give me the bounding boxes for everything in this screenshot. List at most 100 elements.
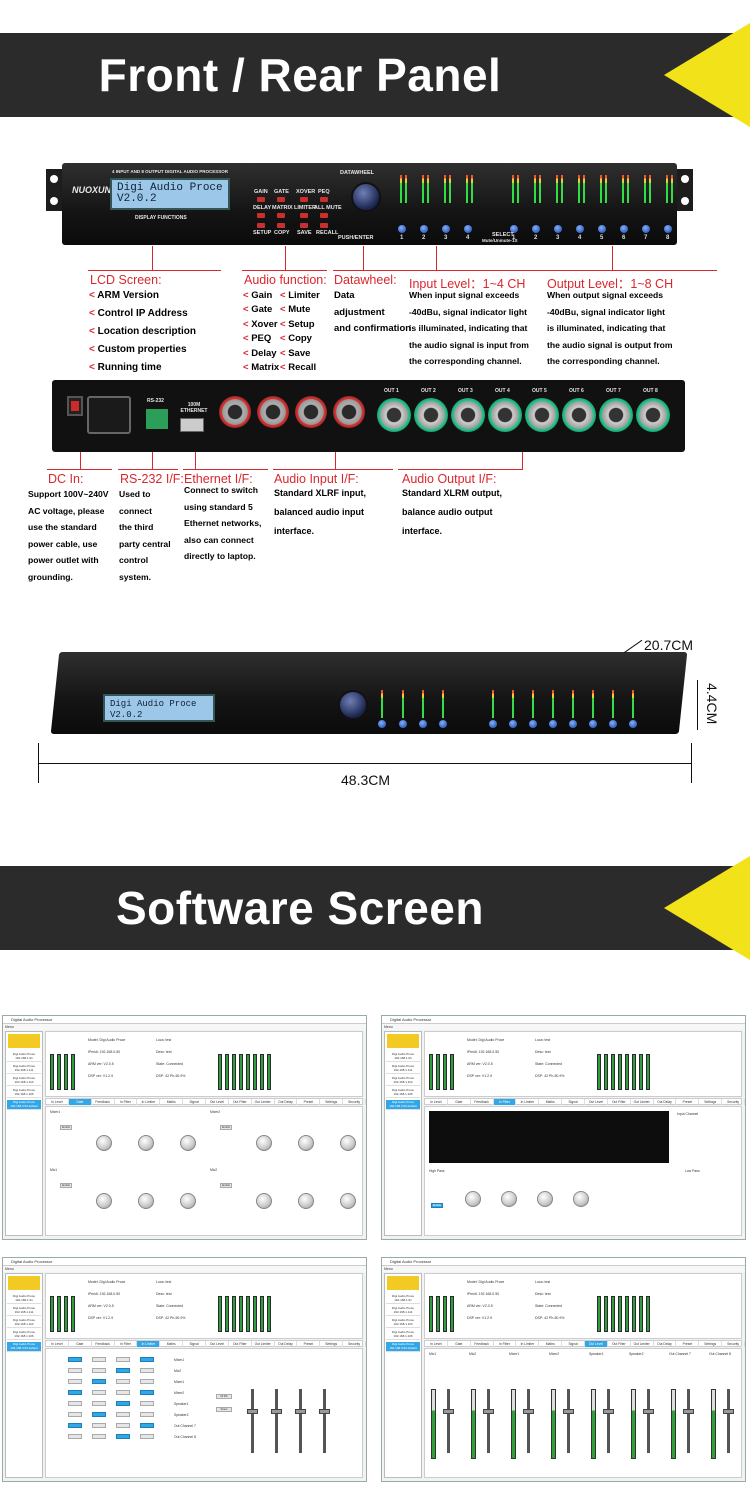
channel-select-button[interactable] <box>642 225 650 233</box>
peq-button[interactable] <box>320 197 328 202</box>
feature-tab[interactable]: Security <box>722 1341 745 1347</box>
matrix-button[interactable] <box>116 1401 130 1406</box>
gate-dial[interactable] <box>138 1135 154 1151</box>
enable-button[interactable]: Enable <box>220 1125 232 1130</box>
feature-tab[interactable]: Out Delay <box>654 1341 677 1347</box>
channel-select-button[interactable] <box>442 225 450 233</box>
feature-tab[interactable]: Gate <box>448 1099 471 1105</box>
matrix-button[interactable] <box>140 1423 154 1428</box>
channel-select-button[interactable] <box>576 225 584 233</box>
power-switch[interactable] <box>67 396 83 416</box>
matrix-button[interactable] <box>140 1412 154 1417</box>
channel-fader[interactable] <box>443 1389 454 1453</box>
feature-tab[interactable]: Signal <box>562 1099 585 1105</box>
feature-tab[interactable]: Preset <box>676 1099 700 1105</box>
feature-tab[interactable]: Feedback <box>92 1099 115 1105</box>
device-list-item[interactable]: Digi Audio Proce 192.168.1.91 <box>7 1294 41 1304</box>
eq-dial[interactable] <box>501 1191 517 1207</box>
enable-button[interactable]: Enable <box>220 1183 232 1188</box>
gate-button[interactable] <box>277 197 285 202</box>
feature-tab[interactable]: Feedback <box>471 1341 494 1347</box>
channel-select-button[interactable] <box>510 225 518 233</box>
device-list-item[interactable]: Digi Audio Proce 192.168.3.93 default <box>7 1342 41 1352</box>
feature-tab[interactable]: Maths <box>539 1341 563 1347</box>
channel-select-button[interactable] <box>398 225 406 233</box>
gate-dial[interactable] <box>256 1135 272 1151</box>
gate-dial[interactable] <box>298 1135 314 1151</box>
matrix-button[interactable] <box>68 1357 82 1362</box>
gate-dial[interactable] <box>340 1135 356 1151</box>
feature-tab[interactable]: In Filter <box>115 1099 138 1105</box>
menu-bar[interactable]: Menu <box>382 1266 745 1272</box>
device-list-item[interactable]: Digi Audio Proce 192.168.1.106 <box>7 1088 41 1098</box>
feature-tab[interactable]: Out Delay <box>275 1099 298 1105</box>
menu-bar[interactable]: Menu <box>3 1024 366 1030</box>
channel-fader[interactable] <box>563 1389 574 1453</box>
matrix-button[interactable] <box>116 1412 130 1417</box>
gate-dial[interactable] <box>96 1135 112 1151</box>
feature-tab[interactable]: In Filter <box>493 1099 517 1105</box>
matrix-button[interactable] <box>92 1368 106 1373</box>
matrix-button[interactable] <box>92 1390 106 1395</box>
matrix-button[interactable] <box>140 1401 154 1406</box>
feature-tab[interactable]: Out Level <box>206 1341 229 1347</box>
feature-tab[interactable]: In Limiter <box>137 1099 161 1105</box>
channel-select-button[interactable] <box>664 225 672 233</box>
device-list-item[interactable]: Digi Audio Proce 192.168.1.91 <box>7 1052 41 1062</box>
eq-dial[interactable] <box>465 1191 481 1207</box>
feature-tab[interactable]: Security <box>343 1099 366 1105</box>
feature-tab[interactable]: Out Filter <box>608 1099 631 1105</box>
feature-tab[interactable]: Signal <box>183 1099 206 1105</box>
channel-select-button[interactable] <box>420 225 428 233</box>
channel-fader[interactable] <box>723 1389 734 1453</box>
matrix-button[interactable] <box>140 1434 154 1439</box>
feature-tab[interactable]: Out Level <box>585 1099 608 1105</box>
eq-dial[interactable] <box>573 1191 589 1207</box>
gate-dial[interactable] <box>180 1193 196 1209</box>
feature-tab[interactable]: Out Filter <box>608 1341 631 1347</box>
feature-tab[interactable]: Out Limiter <box>252 1341 275 1347</box>
matrix-button[interactable] <box>68 1390 82 1395</box>
matrix-button[interactable] <box>116 1357 130 1362</box>
channel-fader[interactable] <box>523 1389 534 1453</box>
feature-tab[interactable]: Signal <box>183 1341 206 1347</box>
device-list-item[interactable]: Digi Audio Proce 192.168.3.93 default <box>386 1342 420 1352</box>
channel-fader[interactable] <box>483 1389 494 1453</box>
matrix-button[interactable] <box>68 1412 82 1417</box>
feature-tab[interactable]: Signal <box>562 1341 585 1347</box>
matrix-button[interactable] <box>92 1379 106 1384</box>
feature-tab[interactable]: Out Delay <box>654 1099 677 1105</box>
channel-select-button[interactable] <box>598 225 606 233</box>
feature-tab[interactable]: Gate <box>69 1341 92 1347</box>
matrix-button[interactable] <box>92 1412 106 1417</box>
menu-bar[interactable]: Menu <box>382 1024 745 1030</box>
eq-dial[interactable] <box>537 1191 553 1207</box>
matrix-button[interactable] <box>68 1434 82 1439</box>
gate-dial[interactable] <box>138 1193 154 1209</box>
matrix-button[interactable] <box>68 1423 82 1428</box>
output-fader[interactable] <box>271 1389 282 1453</box>
feature-tab[interactable]: Maths <box>160 1341 184 1347</box>
xover-button[interactable] <box>300 197 308 202</box>
device-list-item[interactable]: Digi Audio Proce 192.168.1.111 <box>386 1064 420 1074</box>
device-list-item[interactable]: Digi Audio Proce 192.168.3.93 default <box>386 1100 420 1110</box>
feature-tab[interactable]: In Limiter <box>516 1099 540 1105</box>
limiter-button[interactable] <box>300 213 308 218</box>
setup-button[interactable] <box>257 223 265 228</box>
device-list-item[interactable]: Digi Audio Proce 192.168.1.110 <box>7 1076 41 1086</box>
device-list-item[interactable]: Digi Audio Proce 192.168.1.110 <box>386 1318 420 1328</box>
feature-tab[interactable]: Out Filter <box>229 1099 252 1105</box>
gate-dial[interactable] <box>256 1193 272 1209</box>
device-list-item[interactable]: Digi Audio Proce 192.168.1.91 <box>386 1052 420 1062</box>
channel-fader[interactable] <box>603 1389 614 1453</box>
feature-tab[interactable]: In Level <box>46 1099 69 1105</box>
feature-tab[interactable]: Out Level <box>585 1341 608 1347</box>
matrix-button[interactable] <box>140 1379 154 1384</box>
device-list-item[interactable]: Digi Audio Proce 192.168.1.110 <box>386 1076 420 1086</box>
gain-button[interactable] <box>257 197 265 202</box>
feature-tab[interactable]: Out Limiter <box>631 1341 654 1347</box>
matrix-button[interactable] <box>140 1368 154 1373</box>
menu-bar[interactable]: Menu <box>3 1266 366 1272</box>
feature-tab[interactable]: Settings <box>320 1099 344 1105</box>
enable-button[interactable]: Enable <box>431 1203 443 1208</box>
